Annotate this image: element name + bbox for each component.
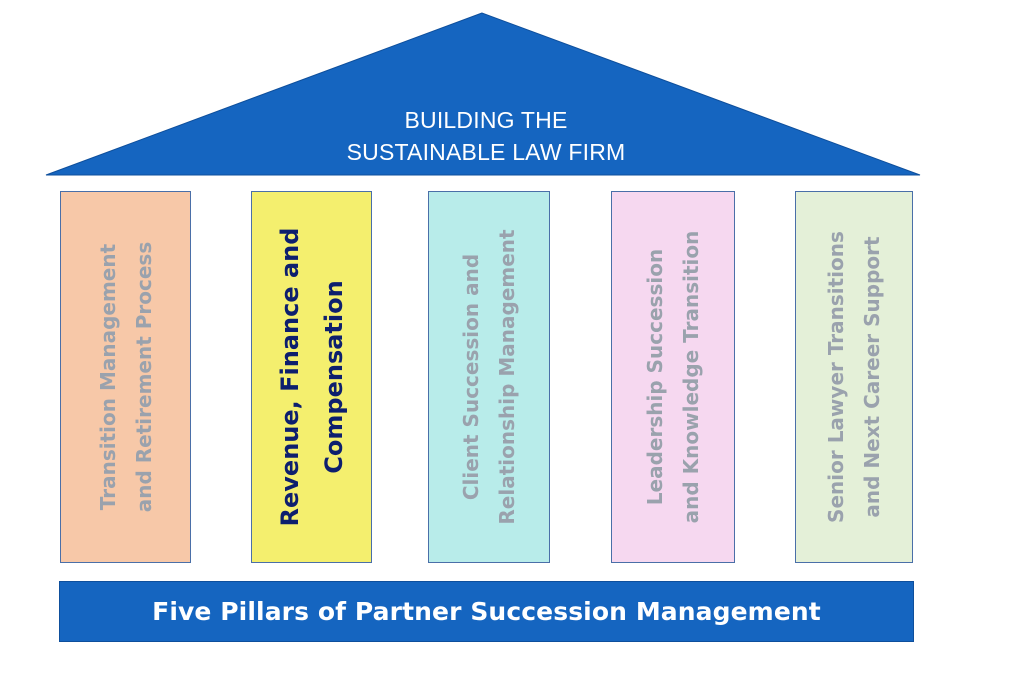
roof-title-line-1: BUILDING THE bbox=[404, 107, 568, 133]
pillar-transition-management: Transition Management and Retirement Pro… bbox=[60, 191, 191, 563]
pillar-label-line-2: and Knowledge Transition bbox=[679, 230, 703, 524]
roof-shape bbox=[45, 12, 921, 176]
pillar-label: Client Succession and Relationship Manag… bbox=[453, 202, 525, 552]
pillar-label-line-2: Relationship Management bbox=[495, 229, 519, 525]
pillar-label-line-1: Revenue, Finance and bbox=[275, 227, 304, 527]
pillar-leadership-succession: Leadership Succession and Knowledge Tran… bbox=[611, 191, 735, 563]
base-title: Five Pillars of Partner Succession Manag… bbox=[152, 597, 821, 626]
pillar-label-line-2: Compensation bbox=[319, 280, 348, 474]
pillar-label: Revenue, Finance and Compensation bbox=[268, 202, 356, 552]
pillar-label-line-2: and Next Career Support bbox=[860, 236, 884, 518]
roof-title: BUILDING THE SUSTAINABLE LAW FIRM bbox=[286, 104, 686, 168]
pillar-label: Leadership Succession and Knowledge Tran… bbox=[637, 202, 709, 552]
pillar-label: Senior Lawyer Transitions and Next Caree… bbox=[818, 202, 890, 552]
base-banner: Five Pillars of Partner Succession Manag… bbox=[59, 581, 914, 642]
roof-triangle bbox=[45, 12, 921, 176]
pillar-label-line-1: Client Succession and bbox=[459, 253, 483, 501]
pillar-label-line-2: and Retirement Process bbox=[131, 241, 156, 513]
pillar-revenue-finance: Revenue, Finance and Compensation bbox=[251, 191, 372, 563]
pillar-label-line-1: Senior Lawyer Transitions bbox=[824, 231, 848, 523]
pillar-senior-lawyer-transitions: Senior Lawyer Transitions and Next Caree… bbox=[795, 191, 913, 563]
pillar-label-line-1: Transition Management bbox=[95, 243, 120, 511]
pillar-label-line-1: Leadership Succession bbox=[643, 248, 667, 506]
roof-title-line-2: SUSTAINABLE LAW FIRM bbox=[346, 139, 626, 165]
pillar-client-succession: Client Succession and Relationship Manag… bbox=[428, 191, 550, 563]
pillar-label: Transition Management and Retirement Pro… bbox=[90, 202, 162, 552]
